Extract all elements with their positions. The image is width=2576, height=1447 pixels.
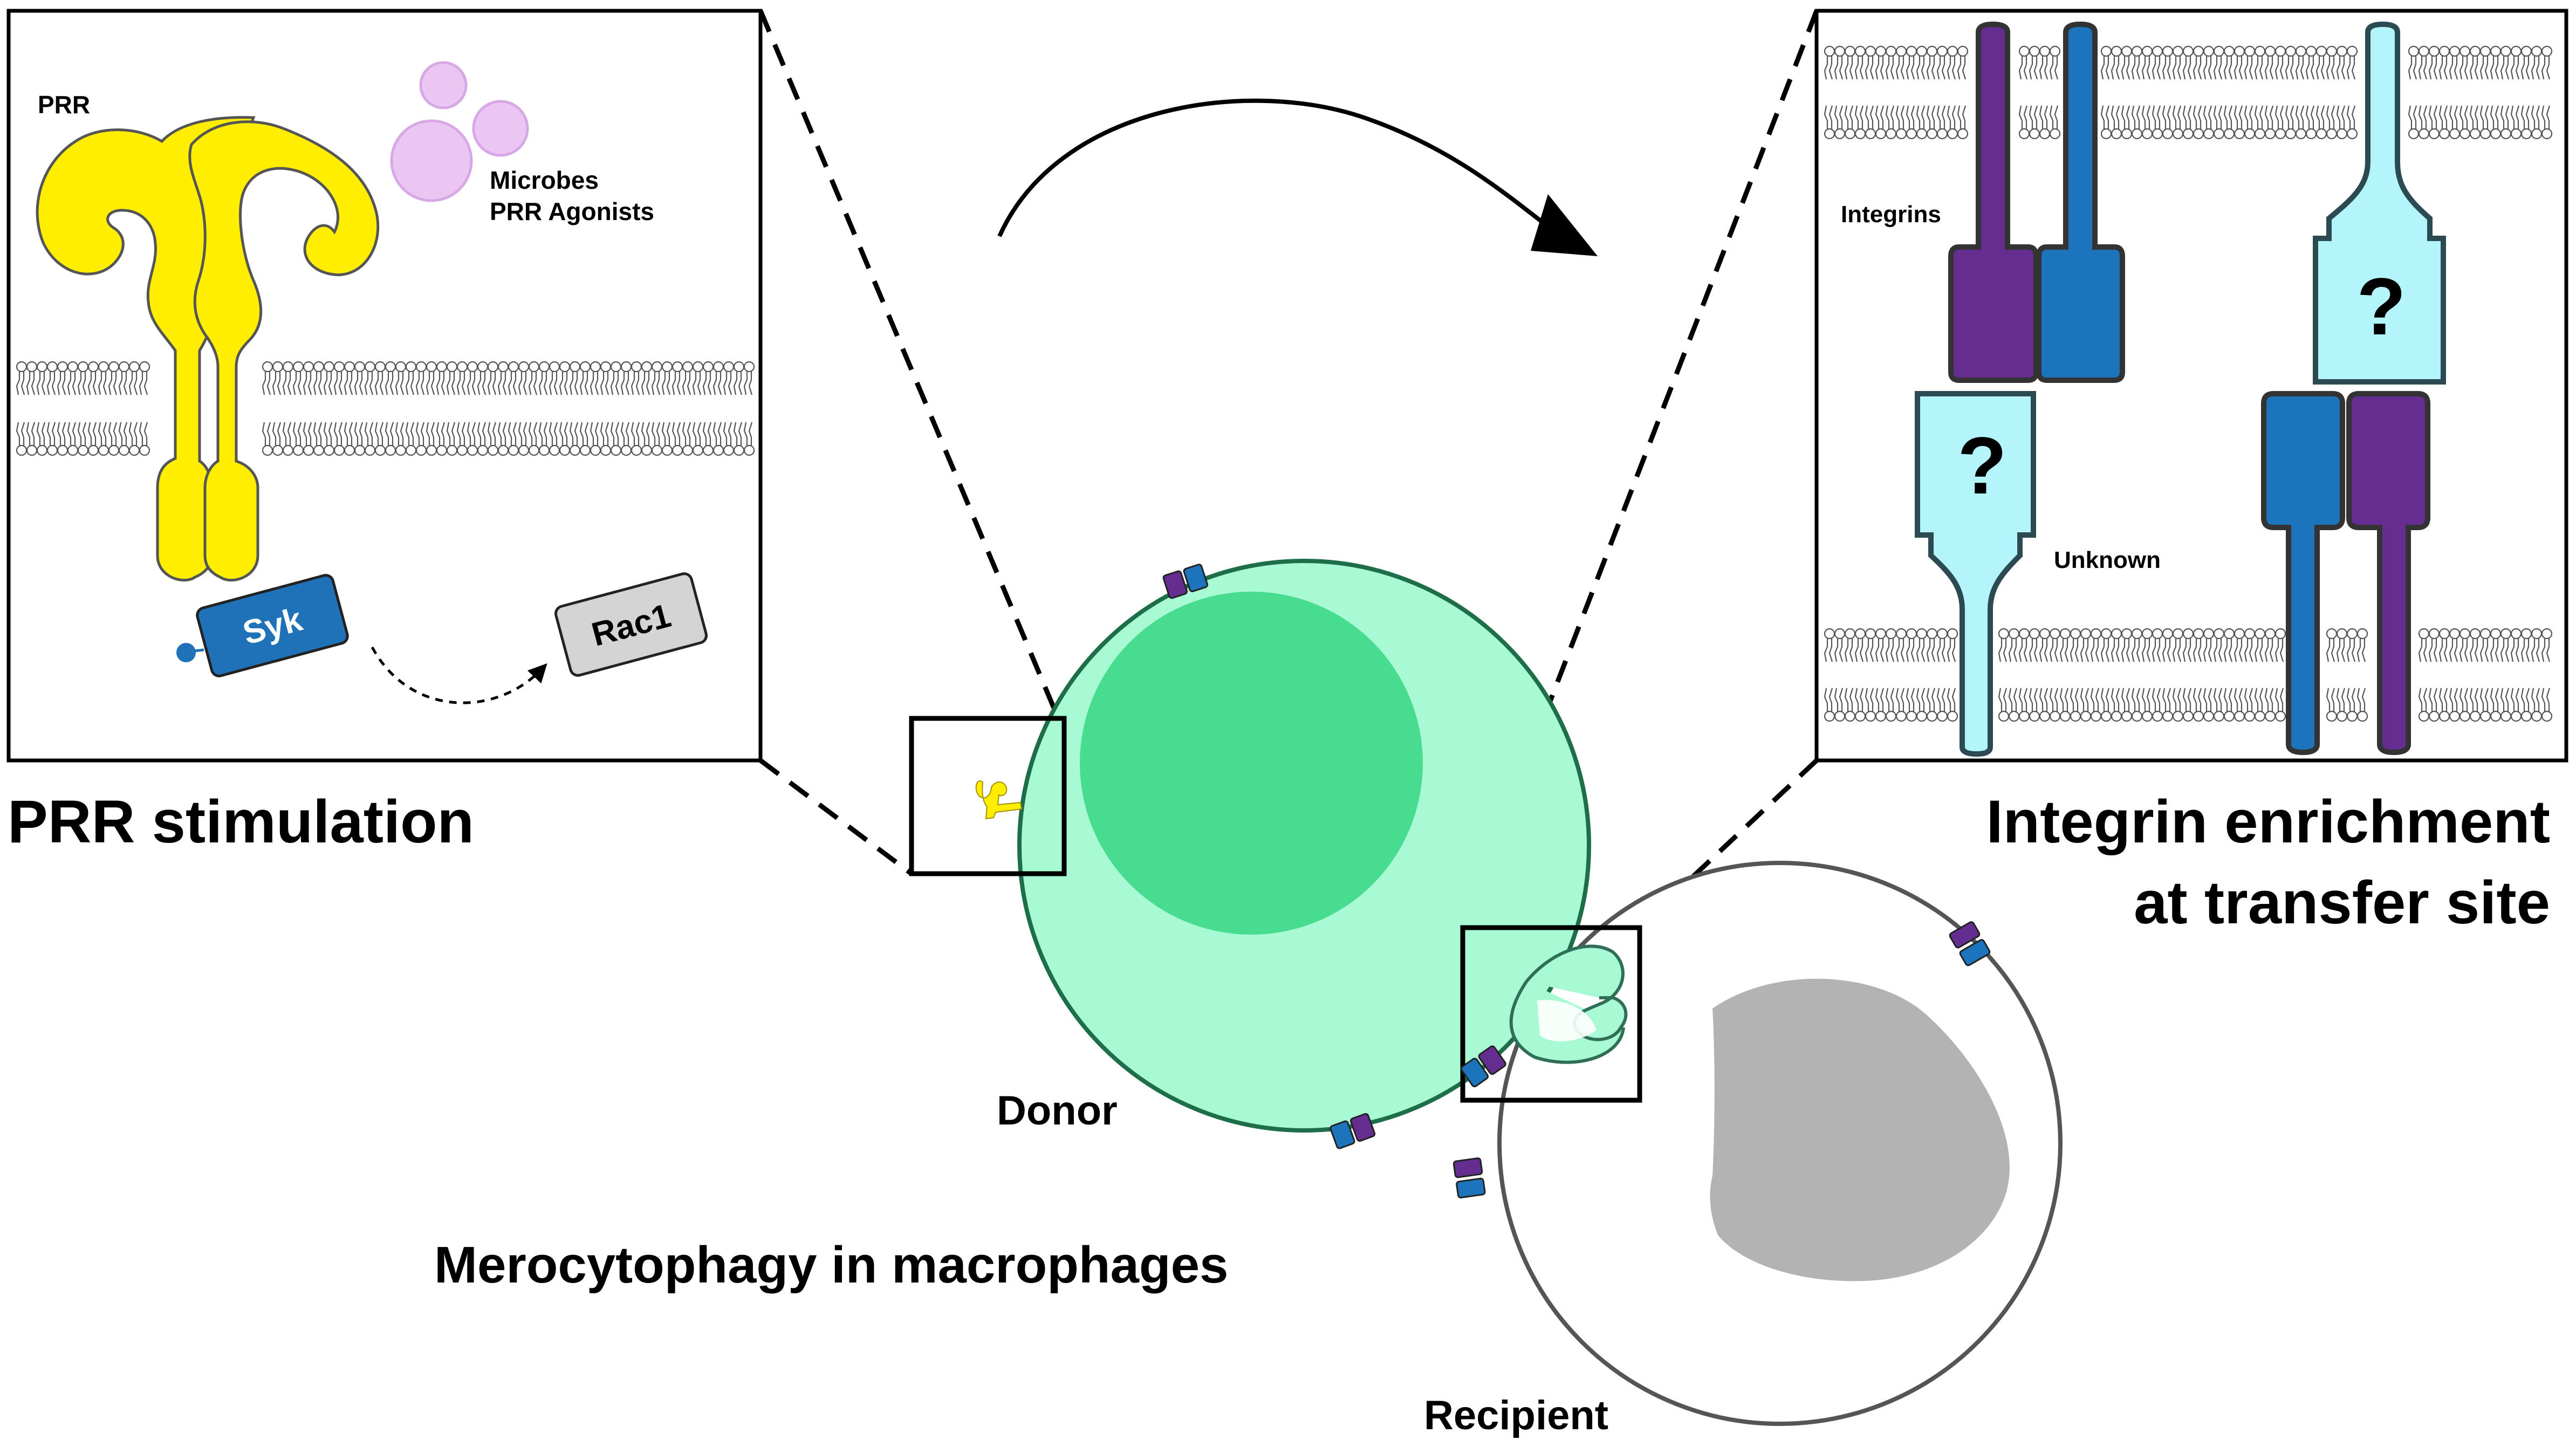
- rac1-gtpase: Rac1: [554, 572, 708, 677]
- prr-monomer-right: [188, 120, 380, 582]
- process-label: Merocytophagy in macrophages: [434, 1236, 1228, 1294]
- right-caption-line2: at transfer site: [2134, 869, 2550, 936]
- donor-cell: [1017, 559, 1628, 1133]
- unknown-upper-question: ?: [2356, 261, 2406, 352]
- left-panel: Syk Rac1 PRR Microbes PRR Agonists: [6, 9, 763, 763]
- unknown-receptor-lower: [1915, 391, 2036, 757]
- surface-integrin-transfer: [1460, 1045, 1506, 1087]
- syk-phospho-dot: [176, 643, 196, 662]
- zoom-line-left-lower: [759, 758, 913, 876]
- zoom-line-left-upper: [758, 10, 1061, 719]
- unknown-lower-question: ?: [1957, 420, 2007, 511]
- donor-zoom-box: [909, 716, 1067, 876]
- surface-integrin-recipient-right: [1949, 921, 1991, 966]
- right-panel: ? ? Integrins Unknown: [1814, 9, 2568, 763]
- prr-agonists-label: PRR Agonists: [490, 197, 654, 225]
- integrin-alpha-lower: [2346, 391, 2430, 756]
- unknown-receptor-upper: [2313, 21, 2446, 385]
- prr-receptor-dimer: [36, 116, 380, 582]
- microbe-circle-medium: [472, 100, 529, 157]
- integrin-pair-upper: [1948, 21, 2125, 383]
- integrin-beta-upper: [2036, 21, 2125, 383]
- surface-integrin-donor-bottom: [1330, 1113, 1376, 1149]
- recipient-label: Recipient: [1424, 1393, 1608, 1438]
- microbes-label: Microbes: [490, 166, 599, 194]
- syk-kinase: Syk: [196, 574, 349, 677]
- right-caption-line1: Integrin enrichment: [1986, 788, 2550, 855]
- recipient-nucleus: [1710, 978, 2010, 1281]
- mini-prr-icon: [975, 780, 1023, 820]
- donor-transfer-protrusion-tip: [1537, 1000, 1597, 1041]
- transfer-site-zoom-box: [1460, 925, 1642, 1103]
- syk-to-rac1-arrow: [371, 646, 547, 704]
- microbe-circle-small: [419, 61, 468, 109]
- donor-label: Donor: [997, 1088, 1118, 1134]
- left-caption: PRR stimulation: [8, 788, 474, 855]
- integrins-label: Integrins: [1841, 201, 1941, 228]
- donor-nucleus: [1080, 592, 1423, 935]
- unknown-label: Unknown: [2054, 547, 2161, 573]
- curved-arrow: [997, 98, 1550, 237]
- surface-integrin-donor-top: [1162, 564, 1208, 599]
- integrin-beta-lower: [2261, 391, 2345, 756]
- prr-label: PRR: [38, 91, 90, 119]
- surface-integrins: [1162, 564, 1991, 1199]
- curved-arrow-head: [1531, 194, 1598, 256]
- microbe-circle-large: [390, 119, 473, 202]
- integrin-pair-lower: [2261, 391, 2430, 756]
- surface-integrin-recipient-left: [1453, 1157, 1486, 1199]
